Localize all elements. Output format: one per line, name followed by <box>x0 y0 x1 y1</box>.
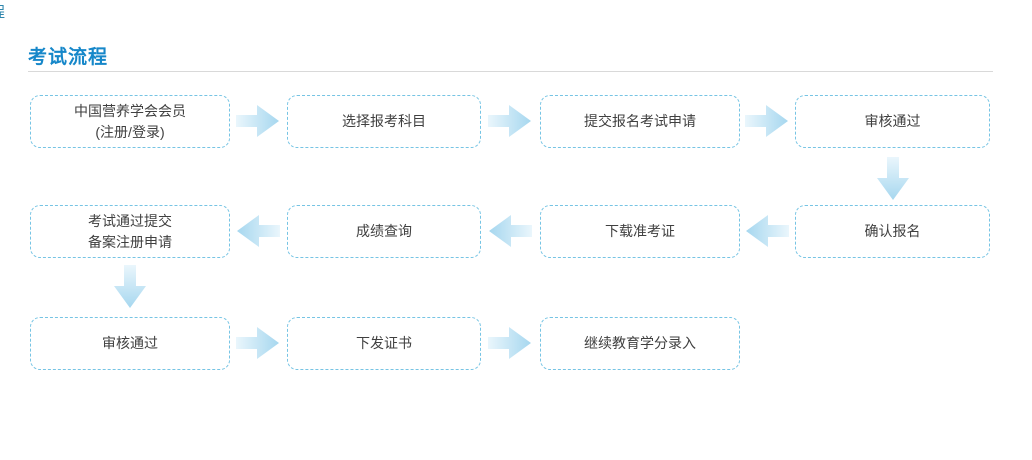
flow-arrow-right-icon <box>745 105 788 137</box>
flow-arrow-down-icon <box>114 265 146 308</box>
flow-arrow-down-icon <box>877 157 909 200</box>
flow-step-continuing-education-credits: 继续教育学分录入 <box>540 317 740 370</box>
flow-arrow-left-icon <box>489 215 532 247</box>
flow-step-review-passed-1: 审核通过 <box>795 95 990 148</box>
flow-arrow-right-icon <box>488 105 531 137</box>
flow-step-review-passed-2: 审核通过 <box>30 317 230 370</box>
flow-step-confirm-registration: 确认报名 <box>795 205 990 258</box>
flow-arrow-left-icon <box>746 215 789 247</box>
flow-step-score-inquiry: 成绩查询 <box>287 205 481 258</box>
flow-arrow-right-icon <box>236 105 279 137</box>
title-divider <box>28 71 993 72</box>
flow-step-download-admission-ticket: 下载准考证 <box>540 205 740 258</box>
flow-step-choose-subject: 选择报考科目 <box>287 95 481 148</box>
flow-step-issue-certificate: 下发证书 <box>287 317 481 370</box>
flow-arrow-right-icon <box>236 327 279 359</box>
flow-arrow-right-icon <box>488 327 531 359</box>
flow-step-submit-record-registration: 考试通过提交 备案注册申请 <box>30 205 230 258</box>
flow-step-member-login: 中国营养学会会员 (注册/登录) <box>30 95 230 148</box>
page-title: 考试流程 <box>28 47 109 68</box>
flow-step-submit-application: 提交报名考试申请 <box>540 95 740 148</box>
flow-arrow-left-icon <box>237 215 280 247</box>
clipped-corner-text: 程 <box>0 1 5 22</box>
